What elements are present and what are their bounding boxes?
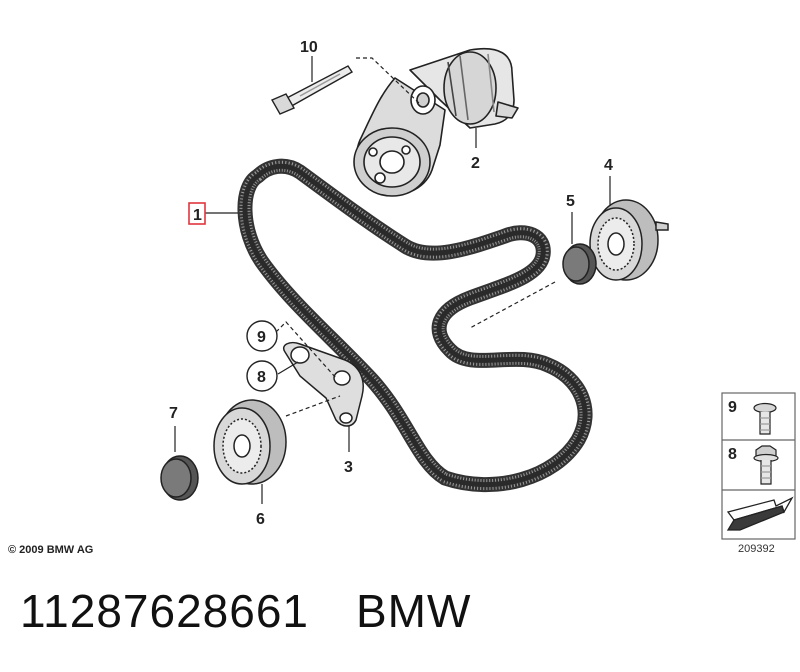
brand-name: BMW [356, 585, 472, 637]
callout-2: 2 [471, 155, 480, 172]
callout-9: 9 [257, 329, 266, 346]
idler-pulley-6 [213, 399, 287, 485]
callout-6: 6 [256, 511, 265, 528]
legend-label-9: 9 [728, 399, 737, 416]
callout-1: 1 [193, 207, 202, 224]
callout-8: 8 [257, 369, 266, 386]
bolt-10 [271, 65, 354, 115]
part-number: 11287628661 [20, 585, 309, 637]
callout-circle-8 [246, 360, 278, 392]
direction-arrow-icon [726, 496, 794, 531]
callout-circle-9 [246, 320, 278, 352]
belt-tensioner [353, 48, 519, 197]
bracket-3 [283, 341, 364, 427]
callout-3: 3 [344, 459, 353, 476]
drive-belt [237, 158, 593, 492]
cover-cap-5 [562, 243, 597, 285]
highlight-box [188, 202, 206, 225]
image-number: 209392 [738, 543, 775, 555]
leader-lines [174, 56, 611, 504]
copyright-notice: © 2009 BMW AG [8, 544, 93, 556]
cover-cap-7 [160, 455, 199, 501]
legend-panel: 9 8 [721, 392, 796, 540]
callout-7: 7 [169, 405, 178, 422]
hex-bolt-icon [753, 445, 779, 485]
callout-5: 5 [566, 193, 575, 210]
flange-bolt-icon [753, 402, 777, 435]
legend-label-8: 8 [728, 446, 737, 463]
callout-4: 4 [604, 157, 613, 174]
idler-pulley-4 [589, 199, 669, 281]
callout-10: 10 [300, 39, 318, 56]
